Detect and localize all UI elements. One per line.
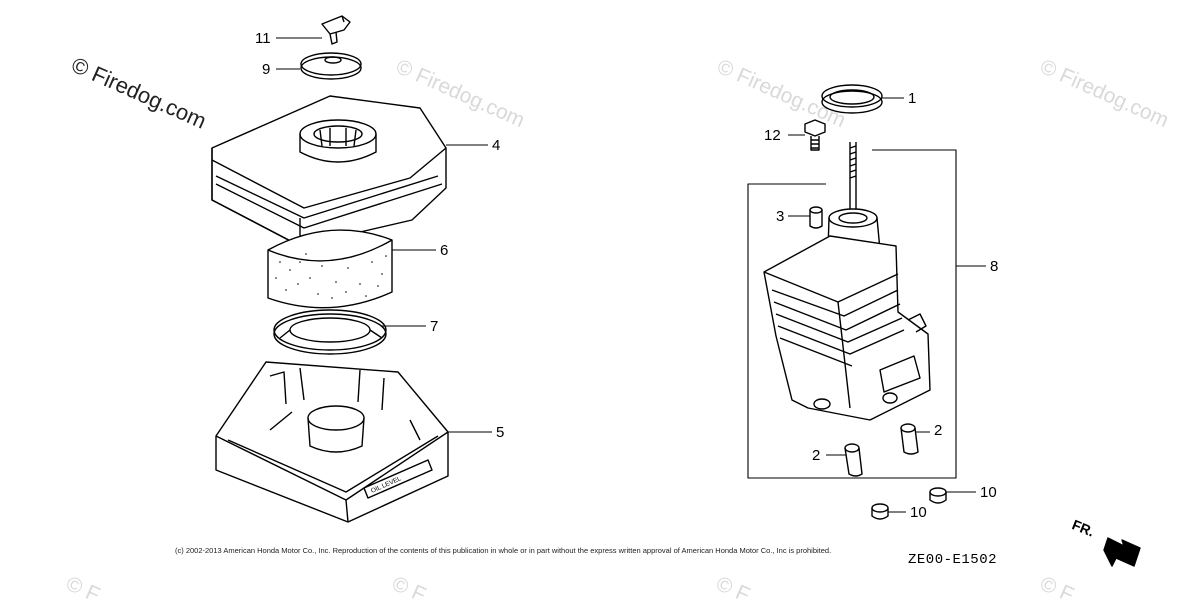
part-2-pipe-b bbox=[900, 423, 919, 455]
callout-4: 4 bbox=[492, 137, 501, 154]
part-12-bolt bbox=[804, 119, 826, 151]
callout-6: 6 bbox=[440, 242, 449, 259]
part-10-grommet-b bbox=[871, 503, 889, 520]
part-5-air-cleaner-case bbox=[215, 361, 449, 523]
copyright-notice: (c) 2002-2013 American Honda Motor Co., … bbox=[175, 546, 832, 555]
part-2-pipe-a bbox=[844, 443, 863, 477]
diagram-code: ZE00-E1502 bbox=[908, 552, 998, 568]
part-8-elbow-assembly bbox=[763, 142, 931, 421]
part-1-ring bbox=[821, 84, 883, 114]
callout-9: 9 bbox=[262, 61, 271, 78]
leader-lines bbox=[276, 37, 986, 513]
callout-12: 12 bbox=[764, 127, 781, 144]
callout-7: 7 bbox=[430, 318, 439, 335]
callout-10: 10 bbox=[910, 504, 927, 521]
callout-3: 3 bbox=[776, 208, 785, 225]
part-9-cap bbox=[300, 52, 362, 80]
callout-8: 8 bbox=[990, 258, 999, 275]
callout-11: 11 bbox=[255, 30, 271, 47]
part-11-clip bbox=[321, 15, 351, 45]
part-3-collar bbox=[809, 206, 823, 229]
callout-5: 5 bbox=[496, 424, 505, 441]
direction-arrow-icon bbox=[1103, 537, 1141, 567]
parts-diagram: OIL LEVEL bbox=[211, 15, 1141, 567]
callout-10: 10 bbox=[980, 484, 997, 501]
callout-2: 2 bbox=[934, 422, 943, 439]
part-6-foam-element bbox=[267, 229, 393, 309]
part-4-air-cleaner-cover bbox=[211, 95, 447, 247]
part-10-grommet-a bbox=[929, 487, 947, 504]
callout-2: 2 bbox=[812, 447, 821, 464]
callout-1: 1 bbox=[908, 90, 917, 107]
part-7-gasket bbox=[273, 309, 387, 355]
part-8-group-bracket bbox=[747, 149, 957, 479]
